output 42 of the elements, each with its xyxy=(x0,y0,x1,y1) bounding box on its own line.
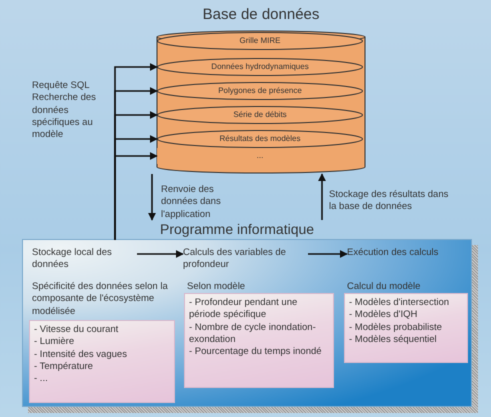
database-layer xyxy=(157,106,363,124)
layer-label: Grille MIRE xyxy=(238,36,282,46)
database-title: Base de données xyxy=(202,6,320,23)
database-layer xyxy=(157,58,363,76)
list-item: - Vitesse du courant xyxy=(34,324,120,336)
list-item: - Modèles probabiliste xyxy=(349,322,443,334)
arrow xyxy=(137,250,184,258)
step-text: Exécution des calculs xyxy=(347,247,457,261)
arrow xyxy=(114,152,158,240)
list-item: - Nombre de cycle inondation-exondation xyxy=(189,322,317,346)
layer-label: Série de débits xyxy=(232,110,288,120)
database-layer xyxy=(157,82,363,100)
layer-label: Données hydrodynamiques xyxy=(210,62,310,72)
list-item: - Profondeur pendant une période spécifique xyxy=(189,297,298,322)
list-item: - Pourcentage du temps inondé xyxy=(189,346,323,359)
edge-label: Renvoie des données dans l'application xyxy=(161,184,222,222)
step-text: Calculs des variables de profondeur xyxy=(183,247,308,273)
database-layer xyxy=(157,32,363,50)
list-panel xyxy=(344,281,468,363)
list-panel xyxy=(184,281,334,388)
list-heading: Selon modèle xyxy=(187,281,246,294)
step-text: Stockage local des données xyxy=(32,247,137,273)
program-title: Programme informatique xyxy=(160,221,314,237)
layer-label: Polygones de présence xyxy=(217,86,303,96)
list-item: - ... xyxy=(34,373,49,386)
list-item: - Température xyxy=(34,361,94,374)
list-item: - Lumière xyxy=(34,336,76,349)
database-layer xyxy=(157,130,363,148)
edge-label: Stockage des résultats dans la base de données xyxy=(329,189,450,214)
list-item: - Modèles séquentiel xyxy=(349,334,438,346)
list-item: - Modèles d'IQH xyxy=(349,309,418,322)
list-item: - Modèles d'intersection xyxy=(349,297,450,310)
edge-label: Requête SQL Recherche des données spécifiques au modèle xyxy=(32,80,97,142)
list-item: - Intensité des vagues xyxy=(34,348,128,362)
list-heading: Spécificité des données selon la composante de l'écosystème modélisée xyxy=(32,281,169,318)
arrow xyxy=(308,250,348,258)
layer-label: ... xyxy=(256,151,264,161)
layer-label: Résultats des modèles xyxy=(218,134,302,144)
list-heading: Calcul du modèle xyxy=(347,281,422,294)
list-panel xyxy=(29,281,175,403)
arrow xyxy=(318,173,326,220)
arrow xyxy=(148,174,156,221)
